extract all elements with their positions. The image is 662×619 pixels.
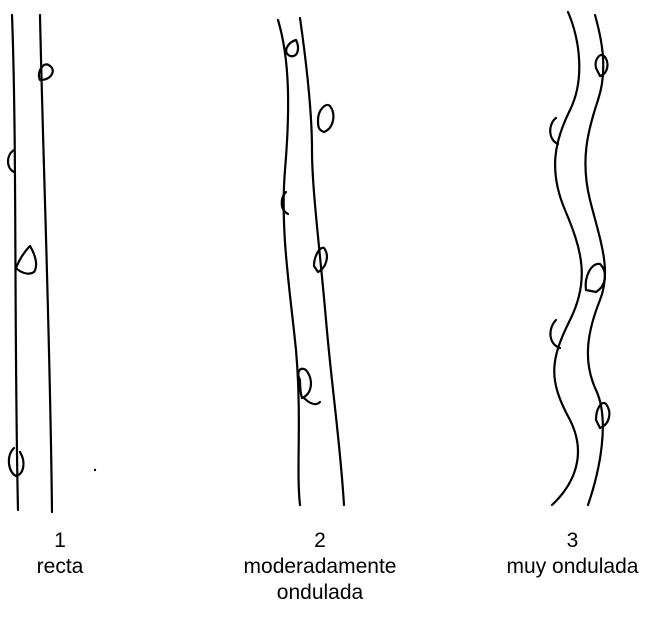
shoot-3-label: muy ondulada: [506, 555, 639, 578]
stray-dot: [93, 468, 97, 472]
shoot-2-label-line-2: ondulada: [276, 581, 364, 604]
shoot-2-number: 2: [314, 529, 326, 552]
shoot-1-straight-drawing: [6, 13, 54, 514]
shoot-2-moderate-drawing: [276, 16, 346, 507]
shoot-1-caption: 1 recta: [0, 528, 120, 580]
shoot-illustrations: [6, 10, 611, 514]
shoot-1-label: recta: [36, 555, 84, 578]
shoot-3-very-wavy-drawing: [549, 10, 611, 507]
shoot-3-number: 3: [566, 529, 579, 552]
shoot-2-label-line-1: moderadamente: [243, 555, 397, 578]
shoot-2-caption: 2 moderadamente ondulada: [210, 528, 430, 606]
shoot-1-number: 1: [54, 529, 66, 552]
shoot-3-caption: 3 muy ondulada: [480, 528, 662, 580]
